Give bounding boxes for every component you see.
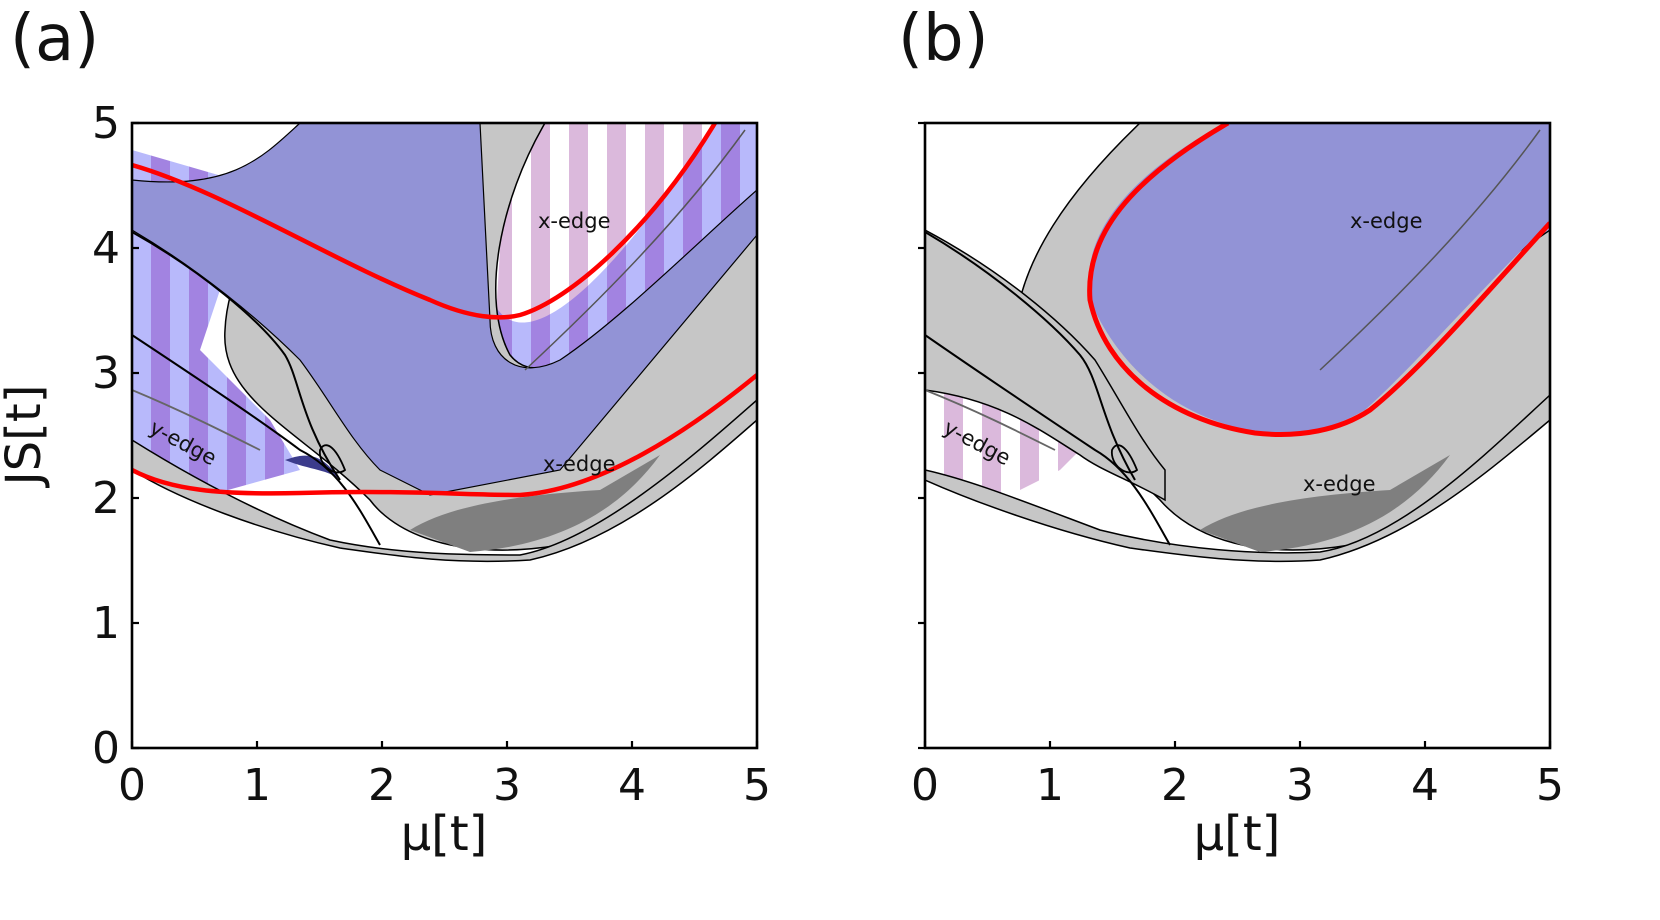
panel-a-ytick-label: 4: [92, 223, 120, 274]
panel-a-xtick-label: 1: [243, 760, 271, 811]
panel-a-xtick-label: 0: [118, 760, 146, 811]
panel-b-xtick-label: 0: [911, 760, 939, 811]
panel-b-line-3: [925, 389, 1056, 451]
panel-a-red-curve-lower: [132, 373, 757, 498]
panel-a-xtick-label: 2: [368, 760, 396, 811]
panel-b-x-axis-label: μ[t]: [1194, 806, 1281, 862]
panel-a-xtick-label: 3: [493, 760, 521, 811]
panel-a-annotation-1: x-edge: [538, 209, 611, 233]
panel-a-plot: [132, 123, 757, 563]
panel-b-xtick-label: 3: [1286, 760, 1314, 811]
panel-b-y-ticks: [918, 121, 925, 750]
panel-a-line-3: [132, 389, 261, 451]
panel-a-line-1: [132, 231, 341, 481]
panel-b-annotation-1: x-edge: [1350, 209, 1423, 233]
panel-b-line-4: [1319, 129, 1541, 371]
panel-b-xtick-label: 5: [1536, 760, 1564, 811]
panel-b-line-1: [925, 231, 1136, 481]
panel-a-xtick-label: 5: [743, 760, 771, 811]
panel-a-blue-band: [132, 123, 757, 496]
panel-b-loop: [1111, 444, 1139, 474]
panel-b-label: (b): [898, 2, 989, 76]
panel-a-ytick-label: 1: [92, 598, 120, 649]
panel-a-light-stripe-region-top: [492, 123, 757, 390]
panel-b-red-curve: [1087, 123, 1550, 437]
panel-a-x-ticks: [130, 741, 759, 748]
panel-a-dark-wedge: [285, 455, 340, 480]
panel-a-y-ticks: [132, 121, 139, 750]
panel-b-line-2: [925, 334, 1171, 546]
panel-b-xtick-label: 4: [1411, 760, 1439, 811]
panel-a-line-4: [524, 129, 746, 371]
panel-a-ytick-label: 5: [92, 98, 120, 149]
panel-b-blue-region: [1088, 123, 1550, 434]
panel-b-frame: [923, 121, 1552, 750]
panel-a-loop: [319, 444, 347, 474]
panel-b-xtick-label: 2: [1161, 760, 1189, 811]
panel-a-xtick-label: 4: [618, 760, 646, 811]
panel-b-gray-band-left: [925, 229, 1166, 502]
panel-b-gray-band-lower: [925, 393, 1550, 563]
panel-b-x-ticks: [923, 741, 1552, 748]
panel-a-dark-gray-wedge: [410, 455, 660, 552]
panel-a-ytick-label: 2: [92, 473, 120, 524]
panel-a-gray-band-lower: [132, 399, 757, 563]
panel-b-xtick-label: 1: [1036, 760, 1064, 811]
panel-a-x-axis-label: μ[t]: [401, 806, 488, 862]
panel-a-y-axis-label: JS[t]: [0, 385, 52, 489]
panel-b-plot: [925, 123, 1550, 563]
panel-a-label: (a): [10, 2, 99, 76]
panel-a-frame: [130, 121, 759, 750]
panel-a-ytick-label: 0: [92, 723, 120, 774]
panel-a-ytick-label: 3: [92, 348, 120, 399]
panel-b-dark-gray-wedge: [1200, 455, 1450, 552]
panel-a-annotation-3: x-edge: [543, 452, 616, 476]
panel-b: (b) x-edge y-edge x-edg: [898, 2, 1564, 862]
panel-a-line-2: [132, 334, 381, 546]
panel-b-annotation-3: x-edge: [1303, 472, 1376, 496]
panel-a-red-curve-upper: [132, 123, 717, 320]
panel-a: (a) x-edge y: [0, 2, 771, 862]
